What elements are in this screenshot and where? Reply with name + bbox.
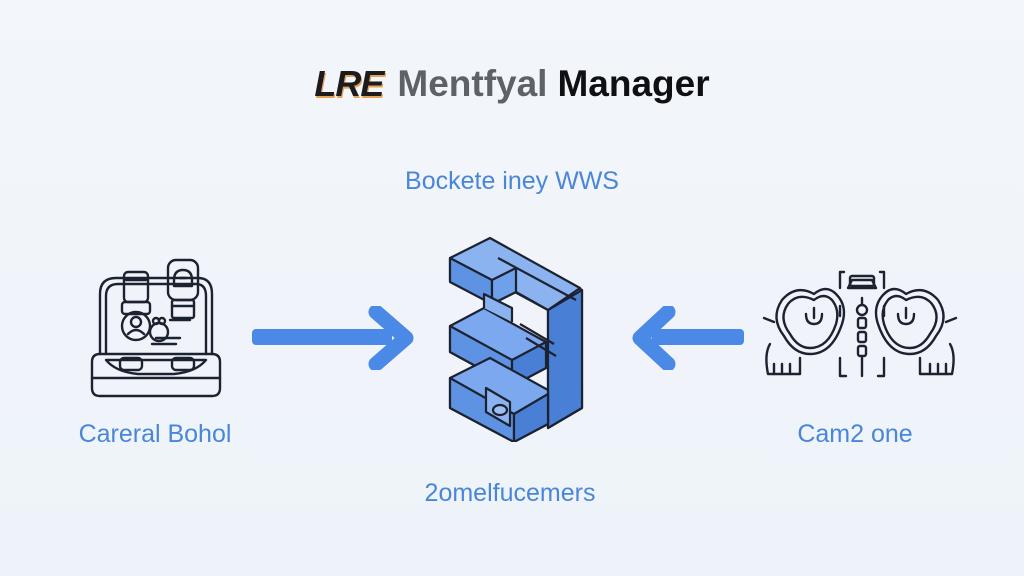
brand-logo: LRE: [314, 63, 384, 104]
arrow-left-icon: [630, 304, 748, 372]
center-node-label: 2omelfucemers: [424, 479, 596, 507]
app-name-secondary: Manager: [557, 63, 710, 104]
app-name-primary: Mentfyal: [397, 63, 548, 104]
right-node-label: Cam2 one: [797, 420, 913, 448]
left-node-label: Careral Bohol: [78, 420, 232, 448]
blue-bracket-block-icon: [430, 228, 596, 444]
arrow-right-icon: [248, 304, 414, 372]
paired-power-devices-icon: [760, 258, 960, 388]
camera-station-icon: [86, 254, 226, 404]
service-label: Bockete iney WWS: [405, 167, 619, 195]
